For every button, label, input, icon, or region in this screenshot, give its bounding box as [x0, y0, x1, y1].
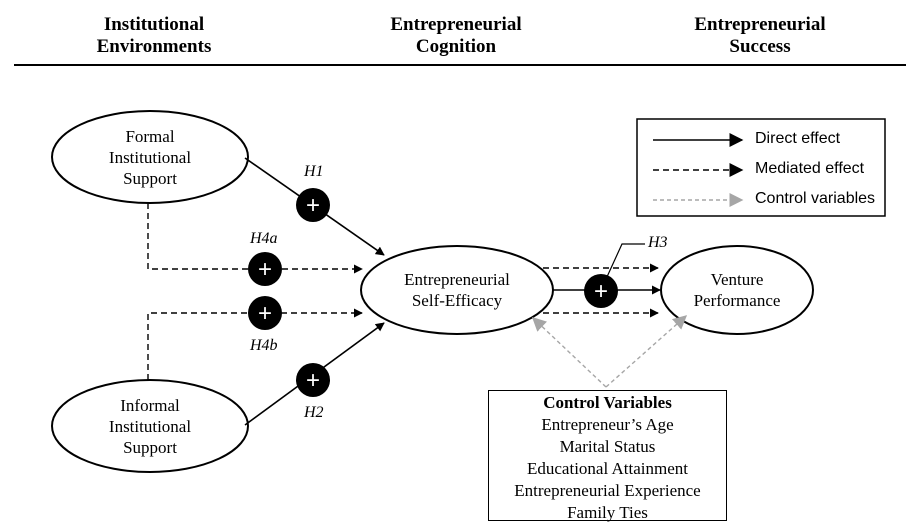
node-line: Formal [125, 127, 175, 146]
h4a-arrow [147, 203, 363, 274]
node-line: Informal [120, 396, 180, 415]
self-efficacy-label: Entrepreneurial Self-Efficacy [372, 269, 542, 311]
plus-sign: + [258, 256, 272, 283]
h1-plus-badge: + [296, 188, 330, 222]
h2-label: H2 [304, 404, 324, 421]
node-line: Performance [693, 291, 781, 310]
h4b-arrow [147, 308, 363, 380]
control-variable-item: Entrepreneurial Experience [514, 481, 701, 500]
plus-sign: + [258, 300, 272, 327]
control-arrow-ese [531, 317, 607, 388]
node-line: Self-Efficacy [411, 291, 503, 310]
header-entrepreneurial-success: Entrepreneurial Success [640, 14, 880, 58]
h1-label: H1 [304, 163, 324, 180]
header-line: Cognition [415, 36, 497, 57]
h4b-label: H4b [250, 337, 278, 354]
h3-plus-badge: + [584, 274, 618, 308]
plus-sign: + [594, 278, 608, 305]
control-variable-item: Educational Attainment [527, 459, 688, 478]
control-variables-box: Control Variables Entrepreneur’s Age Mar… [488, 390, 727, 522]
legend-box [636, 118, 886, 217]
control-variable-item: Entrepreneur’s Age [541, 415, 674, 434]
venture-performance-node [660, 245, 814, 335]
header-line: Success [729, 36, 791, 57]
h4a-plus-badge: + [248, 252, 282, 286]
header-line: Institutional [103, 14, 205, 35]
h3-leader-line [600, 243, 645, 291]
header-line: Entrepreneurial [694, 14, 826, 35]
informal-support-label: Informal Institutional Support [70, 395, 230, 458]
h3-label: H3 [648, 234, 668, 251]
node-line: Venture [710, 270, 764, 289]
venture-performance-label: Venture Performance [667, 269, 807, 311]
control-variable-item: Family Ties [567, 503, 648, 522]
control-arrow-venture [605, 315, 688, 388]
control-variables-title: Control Variables [543, 393, 672, 412]
legend-mediated-label: Mediated effect [755, 160, 865, 177]
node-line: Support [123, 438, 177, 457]
h4a-label: H4a [250, 230, 278, 247]
informal-support-node [51, 379, 249, 473]
legend-direct-label: Direct effect [755, 130, 841, 147]
formal-support-label: Formal Institutional Support [70, 126, 230, 189]
header-institutional-environments: Institutional Environments [34, 14, 274, 58]
formal-support-node [51, 110, 249, 204]
header-line: Environments [96, 36, 212, 57]
header-divider [14, 64, 906, 66]
node-line: Institutional [108, 148, 192, 167]
h2-plus-badge: + [296, 363, 330, 397]
control-variable-item: Marital Status [559, 437, 656, 456]
node-line: Support [123, 169, 177, 188]
header-entrepreneurial-cognition: Entrepreneurial Cognition [336, 14, 576, 58]
plus-sign: + [306, 367, 320, 394]
legend-control-label: Control variables [755, 190, 876, 207]
node-line: Entrepreneurial [404, 270, 510, 289]
node-line: Institutional [108, 417, 192, 436]
h4b-plus-badge: + [248, 296, 282, 330]
plus-sign: + [306, 192, 320, 219]
header-line: Entrepreneurial [390, 14, 522, 35]
